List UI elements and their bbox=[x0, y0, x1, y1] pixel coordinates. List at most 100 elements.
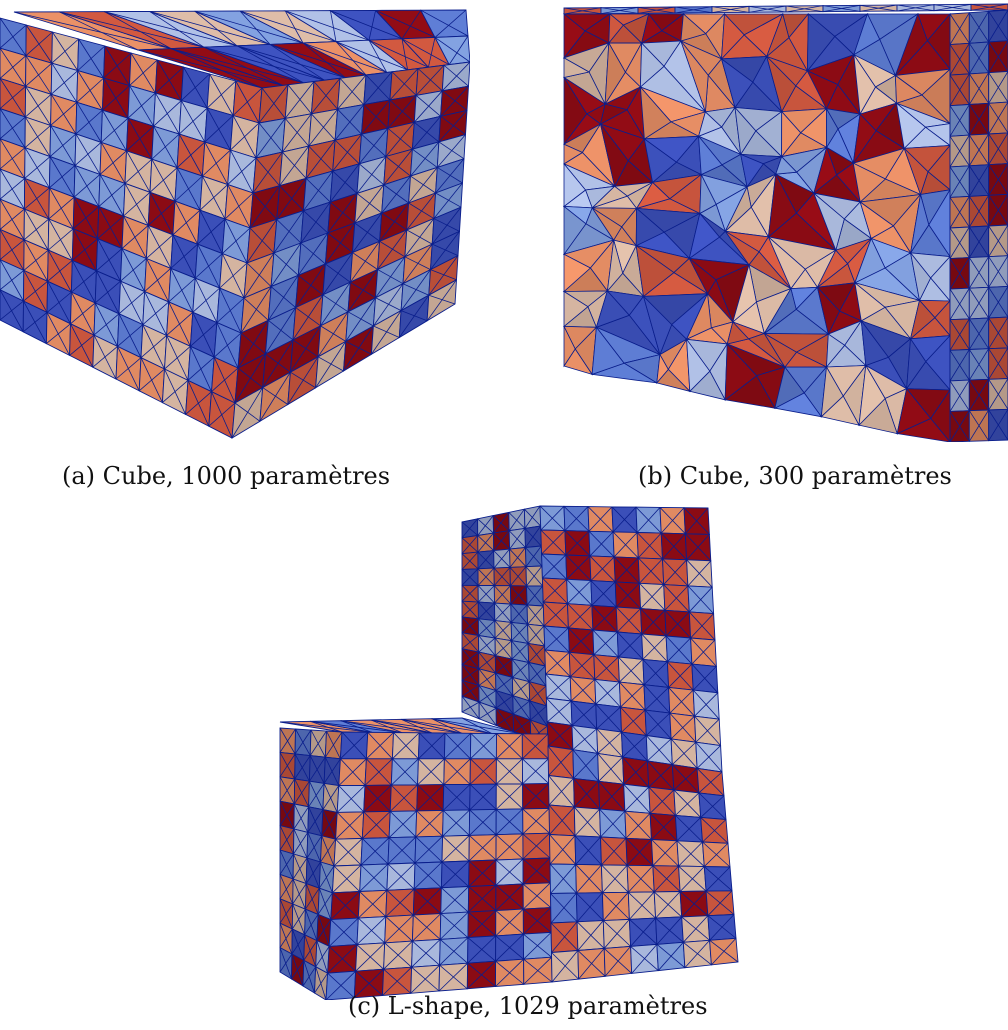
cube-a-left-diag bbox=[23, 249, 49, 271]
lshape-tower-front-diag bbox=[569, 629, 594, 653]
figure-c-lshape-1029 bbox=[262, 502, 750, 1000]
lshape-tower-front-diag bbox=[542, 554, 567, 579]
lshape-tower-side-diag bbox=[493, 567, 511, 586]
lshape-tower-front-diag bbox=[542, 579, 567, 603]
lshape-box-front-diag bbox=[466, 960, 496, 990]
cube-b-side-diag bbox=[949, 349, 970, 382]
lshape-tower-front-diag bbox=[547, 725, 573, 747]
cube-b-tet bbox=[859, 200, 895, 240]
lshape-box-side-diag bbox=[292, 883, 307, 905]
lshape-box-front-diag bbox=[439, 937, 469, 966]
cube-a-right-diag bbox=[433, 182, 463, 219]
lshape-box-side-diag bbox=[293, 780, 310, 805]
lshape-box-front-diag bbox=[415, 810, 444, 838]
lshape-box-side-diag bbox=[305, 887, 320, 910]
lshape-box-front-diag bbox=[467, 910, 497, 938]
lshape-tower-front-diag bbox=[614, 557, 639, 583]
cube-a-left-diag bbox=[187, 356, 215, 381]
lshape-tower-side-diag bbox=[508, 508, 525, 531]
cube-a-right-diag bbox=[413, 90, 443, 123]
lshape-box-front-diag bbox=[327, 944, 358, 974]
cube-a-left-diag bbox=[0, 300, 24, 321]
lshape-tower-front-diag bbox=[695, 718, 720, 743]
cube-a-top-diag bbox=[401, 38, 450, 65]
lshape-tower-side-diag bbox=[528, 665, 546, 682]
lshape-tower-side-diag bbox=[527, 605, 544, 625]
cube-b-tet bbox=[639, 85, 672, 140]
lshape-box-top-diag bbox=[279, 721, 373, 733]
lshape-tower-front-diag bbox=[565, 530, 590, 556]
lshape-tower-side-diag bbox=[512, 681, 530, 697]
lshape-box-front-diag bbox=[330, 891, 360, 920]
cube-a-left-diag bbox=[176, 141, 206, 168]
lshape-tower-side-diag bbox=[461, 551, 479, 570]
lshape-box-side-diag bbox=[279, 903, 294, 924]
lshape-tower-front-diag bbox=[663, 559, 687, 585]
lshape-right-front-diag bbox=[549, 806, 575, 835]
cube-a-right-diag bbox=[443, 64, 469, 87]
cube-a-right-diag bbox=[290, 325, 321, 373]
cube-a-top-diag bbox=[434, 9, 467, 38]
cube-b-tet bbox=[563, 326, 576, 368]
cube-b-side-diag bbox=[988, 286, 1008, 319]
lshape-tower-side-diag bbox=[461, 601, 479, 618]
lshape-tower-side-diag bbox=[478, 620, 496, 636]
lshape-tower-front-diag bbox=[686, 534, 710, 561]
lshape-tower-front-diag bbox=[643, 661, 668, 686]
cube-a-left-diag bbox=[140, 335, 167, 359]
cube-b-tet bbox=[806, 13, 836, 73]
cube-a-left-diag bbox=[219, 262, 248, 289]
cube-a-top-diag bbox=[302, 42, 387, 73]
lshape-box-front-diag bbox=[495, 958, 524, 987]
cube-b-side-diag bbox=[968, 195, 990, 228]
lshape-box-side-diag bbox=[279, 853, 294, 875]
cube-b-side-diag bbox=[968, 133, 990, 166]
cube-b-side-diag bbox=[968, 11, 990, 44]
cube-a-left-diag bbox=[224, 192, 254, 220]
cube-a-left-diag bbox=[168, 277, 196, 303]
cube-b-tet bbox=[909, 299, 936, 340]
cube-a-left-diag bbox=[199, 184, 228, 211]
cube-a-right-diag bbox=[428, 255, 459, 296]
cube-a-top-diag bbox=[330, 10, 337, 42]
cube-b-tet bbox=[781, 110, 802, 158]
lshape-box-front-diag bbox=[522, 832, 550, 860]
lshape-box-front-diag bbox=[332, 864, 362, 894]
lshape-right-front-diag bbox=[704, 842, 729, 867]
lshape-tower-front-diag bbox=[592, 606, 617, 631]
cube-a-left-diag bbox=[0, 86, 26, 109]
lshape-box-front-diag bbox=[366, 732, 394, 760]
lshape-tower-front-diag bbox=[644, 687, 669, 711]
cube-a-left-diag bbox=[50, 101, 78, 126]
cube-a-top-diag bbox=[420, 9, 469, 37]
lshape-box-front-diag bbox=[469, 758, 497, 785]
lshape-tower-side-diag bbox=[461, 568, 479, 586]
lshape-tower-side-diag bbox=[461, 585, 479, 602]
cube-a-left-diag bbox=[92, 346, 118, 368]
lshape-tower-side-diag bbox=[493, 548, 510, 569]
lshape-box-side-diag bbox=[322, 785, 340, 810]
cube-b-side-diag bbox=[949, 165, 970, 198]
lshape-tower-side-diag bbox=[477, 515, 494, 536]
cube-a-left-diag bbox=[102, 85, 130, 111]
cube-a-left-diag bbox=[155, 66, 184, 94]
cube-a-top-diag bbox=[194, 10, 238, 47]
lshape-box-top-diag bbox=[310, 720, 403, 734]
lshape-tower-front-diag bbox=[570, 679, 596, 702]
cube-a-left-diag bbox=[146, 234, 174, 259]
cube-a-right-diag bbox=[246, 219, 278, 264]
cube-b-tet bbox=[639, 42, 665, 88]
cube-a-left-diag bbox=[46, 323, 71, 344]
cube-a-top-diag bbox=[448, 35, 469, 65]
lshape-tower-side-diag bbox=[526, 585, 543, 606]
lshape-box-front-diag bbox=[467, 935, 496, 964]
cube-b-tet bbox=[852, 162, 887, 203]
lshape-box-front-diag bbox=[355, 942, 385, 972]
cube-b-tet bbox=[724, 230, 760, 266]
lshape-right-front-diag bbox=[700, 795, 725, 818]
lshape-right-front-diag bbox=[602, 865, 628, 893]
lshape-box-front-diag bbox=[385, 888, 415, 917]
cube-b-side-diag bbox=[949, 134, 970, 168]
cube-a-left-diag bbox=[24, 187, 50, 210]
lshape-box-front-diag bbox=[338, 758, 367, 786]
